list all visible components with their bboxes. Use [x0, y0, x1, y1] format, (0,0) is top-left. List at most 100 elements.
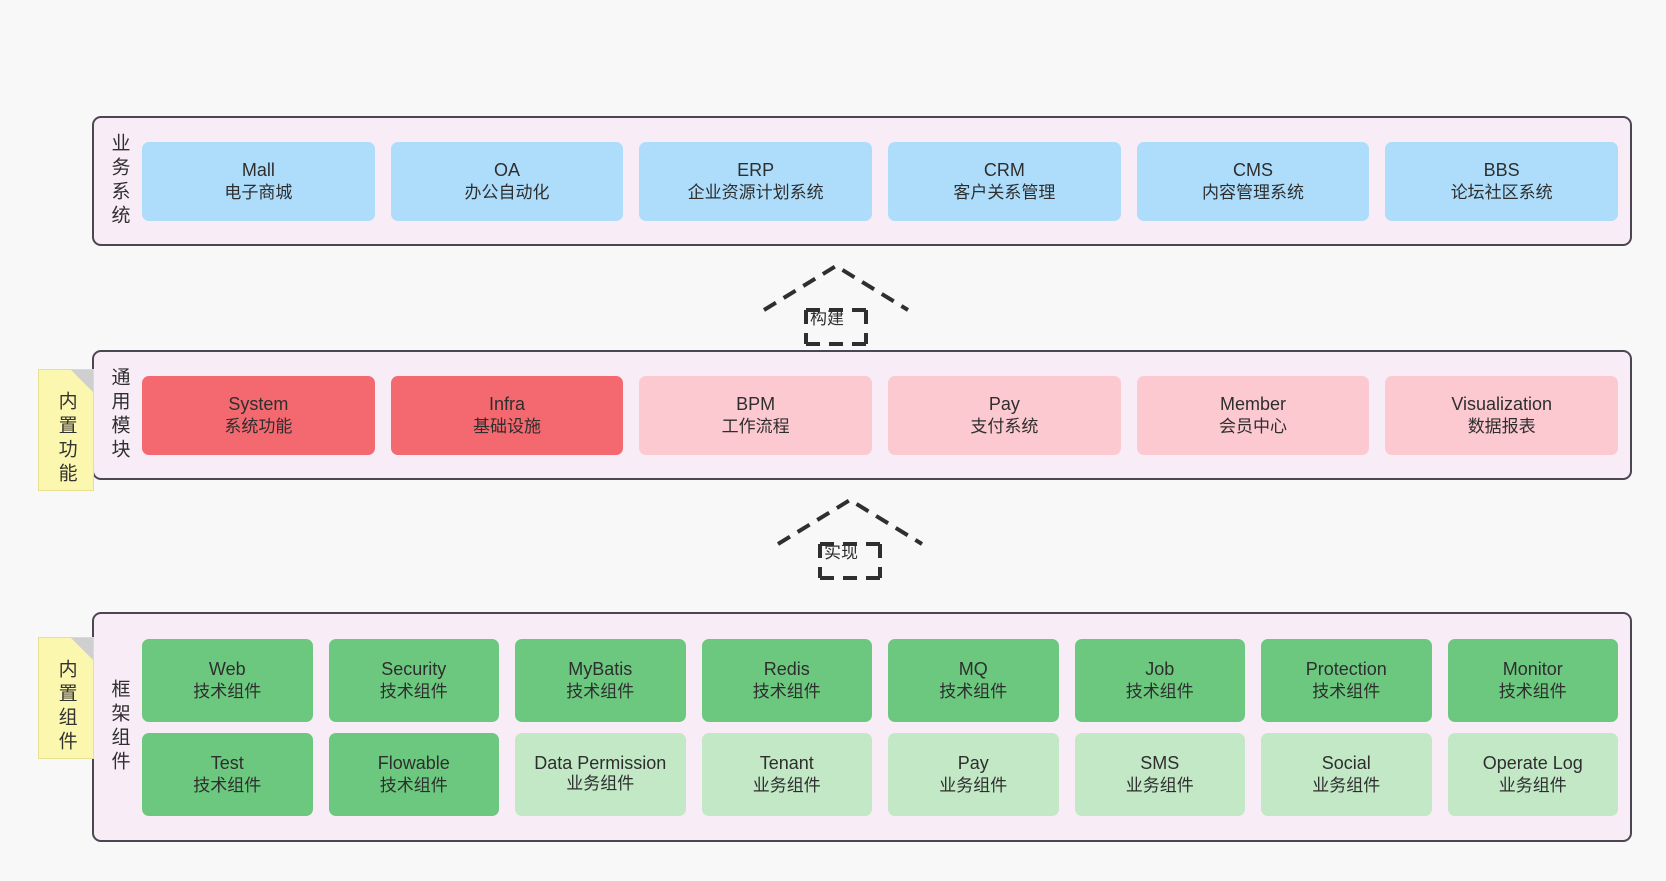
card-operate-log[interactable]: Operate Log 业务组件 — [1447, 732, 1618, 816]
card-row: Web 技术组件 Security 技术组件 MyBatis 技术组件 Redi… — [142, 638, 1618, 722]
card-subtitle: 技术组件 — [379, 775, 448, 795]
card-subtitle: 业务组件 — [752, 775, 821, 795]
card-infra[interactable]: Infra 基础设施 — [390, 375, 624, 455]
card-title: ERP — [737, 159, 775, 180]
layer-body-business-system: Mall 电子商城 OA 办公自动化 ERP 企业资源计划系统 CRM 客户关系… — [142, 118, 1630, 244]
card-web[interactable]: Web 技术组件 — [142, 638, 313, 722]
card-subtitle: 业务组件 — [939, 775, 1008, 795]
card-test[interactable]: Test 技术组件 — [142, 732, 313, 816]
layer-business-system: 业务系统 Mall 电子商城 OA 办公自动化 ERP 企业资源计划系统 CRM — [92, 116, 1632, 246]
build-arrow-icon — [762, 263, 910, 346]
connector-build: 构建 — [756, 258, 916, 346]
card-title: CRM — [983, 159, 1025, 180]
card-pay-business[interactable]: Pay 业务组件 — [888, 732, 1059, 816]
card-subtitle: 技术组件 — [752, 681, 821, 701]
card-mq[interactable]: MQ 技术组件 — [888, 638, 1059, 722]
card-subtitle: 办公自动化 — [464, 182, 550, 202]
card-bpm[interactable]: BPM 工作流程 — [639, 375, 873, 455]
sticky-note-builtin-function: 内置功能 — [38, 369, 94, 491]
card-mybatis[interactable]: MyBatis 技术组件 — [515, 638, 686, 722]
card-system[interactable]: System 系统功能 — [142, 375, 375, 455]
card-title: BPM — [736, 393, 776, 414]
card-subtitle: 技术组件 — [1125, 681, 1194, 701]
card-title: BBS — [1483, 159, 1520, 180]
card-row: Test 技术组件 Flowable 技术组件 Data Permission … — [142, 732, 1618, 816]
layer-title-framework-component: 框架组件 — [94, 614, 142, 840]
card-title: MyBatis — [568, 658, 633, 679]
card-subtitle: 技术组件 — [566, 681, 635, 701]
card-title: Web — [208, 658, 246, 679]
card-subtitle: 技术组件 — [379, 681, 448, 701]
card-subtitle: 技术组件 — [1498, 681, 1567, 701]
card-security[interactable]: Security 技术组件 — [328, 638, 499, 722]
card-title: Pay — [988, 393, 1020, 414]
card-erp[interactable]: ERP 企业资源计划系统 — [639, 141, 873, 221]
card-subtitle: 技术组件 — [193, 681, 262, 701]
card-subtitle: 业务组件 — [1498, 775, 1567, 795]
card-protection[interactable]: Protection 技术组件 — [1261, 638, 1432, 722]
card-sms[interactable]: SMS 业务组件 — [1074, 732, 1245, 816]
connector-implement-label: 实现 — [824, 543, 858, 562]
card-subtitle: 技术组件 — [193, 775, 262, 795]
card-title: Mall — [241, 159, 275, 180]
card-pay[interactable]: Pay 支付系统 — [888, 375, 1121, 455]
card-title: Operate Log — [1482, 752, 1583, 773]
card-title: Monitor — [1502, 658, 1563, 679]
card-cms[interactable]: CMS 内容管理系统 — [1136, 141, 1370, 221]
card-subtitle: 会员中心 — [1219, 416, 1288, 436]
card-title: Visualization — [1451, 393, 1553, 414]
card-redis[interactable]: Redis 技术组件 — [701, 638, 872, 722]
folded-corner-icon — [71, 638, 93, 660]
card-social[interactable]: Social 业务组件 — [1261, 732, 1432, 816]
card-subtitle: 企业资源计划系统 — [687, 182, 824, 202]
card-subtitle: 业务组件 — [1125, 775, 1194, 795]
card-title: Social — [1321, 752, 1371, 773]
layer-title-business-system: 业务系统 — [94, 118, 142, 244]
card-subtitle: 技术组件 — [1312, 681, 1381, 701]
card-subtitle: 系统功能 — [224, 416, 293, 436]
card-title: Infra — [488, 393, 526, 414]
card-subtitle: 业务组件 — [1312, 775, 1381, 795]
card-visualization[interactable]: Visualization 数据报表 — [1385, 375, 1619, 455]
card-subtitle: 数据报表 — [1467, 416, 1536, 436]
connector-build-label: 构建 — [810, 309, 844, 328]
card-subtitle: 内容管理系统 — [1202, 182, 1305, 202]
card-title: Security — [381, 658, 447, 679]
card-subtitle: 基础设施 — [473, 416, 541, 436]
card-subtitle: 客户关系管理 — [953, 182, 1056, 202]
card-title: Tenant — [759, 752, 814, 773]
card-crm[interactable]: CRM 客户关系管理 — [888, 141, 1121, 221]
connector-implement: 实现 — [770, 492, 930, 580]
card-row: System 系统功能 Infra 基础设施 BPM 工作流程 Pay 支付系统… — [142, 375, 1619, 455]
card-title: Data Permission — [534, 752, 667, 773]
layer-body-common-module: System 系统功能 Infra 基础设施 BPM 工作流程 Pay 支付系统… — [142, 352, 1630, 478]
card-subtitle: 论坛社区系统 — [1450, 182, 1553, 202]
card-title: Test — [210, 752, 244, 773]
card-member[interactable]: Member 会员中心 — [1136, 375, 1370, 455]
card-mall[interactable]: Mall 电子商城 — [142, 141, 375, 221]
card-oa[interactable]: OA 办公自动化 — [390, 141, 624, 221]
card-tenant[interactable]: Tenant 业务组件 — [701, 732, 872, 816]
card-title: Protection — [1305, 658, 1387, 679]
card-subtitle: 工作流程 — [721, 416, 790, 436]
card-title: Flowable — [377, 752, 450, 773]
card-title: System — [228, 393, 289, 414]
card-subtitle: 支付系统 — [970, 416, 1039, 436]
card-bbs[interactable]: BBS 论坛社区系统 — [1385, 141, 1619, 221]
layer-body-framework-component: Web 技术组件 Security 技术组件 MyBatis 技术组件 Redi… — [142, 614, 1630, 840]
card-subtitle: 业务组件 — [566, 774, 635, 794]
layer-title-text: 通用模块 — [108, 367, 130, 463]
card-job[interactable]: Job 技术组件 — [1074, 638, 1245, 722]
card-title: Pay — [957, 752, 989, 773]
card-flowable[interactable]: Flowable 技术组件 — [328, 732, 499, 816]
layer-title-text: 框架组件 — [108, 679, 130, 775]
card-monitor[interactable]: Monitor 技术组件 — [1447, 638, 1618, 722]
implement-arrow-icon — [776, 497, 924, 580]
card-title: SMS — [1140, 752, 1180, 773]
card-title: Redis — [763, 658, 810, 679]
sticky-note-label: 内置功能 — [55, 391, 77, 487]
sticky-note-label: 内置组件 — [55, 659, 77, 755]
sticky-note-builtin-component: 内置组件 — [38, 637, 94, 759]
card-data-permission[interactable]: Data Permission 业务组件 — [515, 732, 686, 816]
